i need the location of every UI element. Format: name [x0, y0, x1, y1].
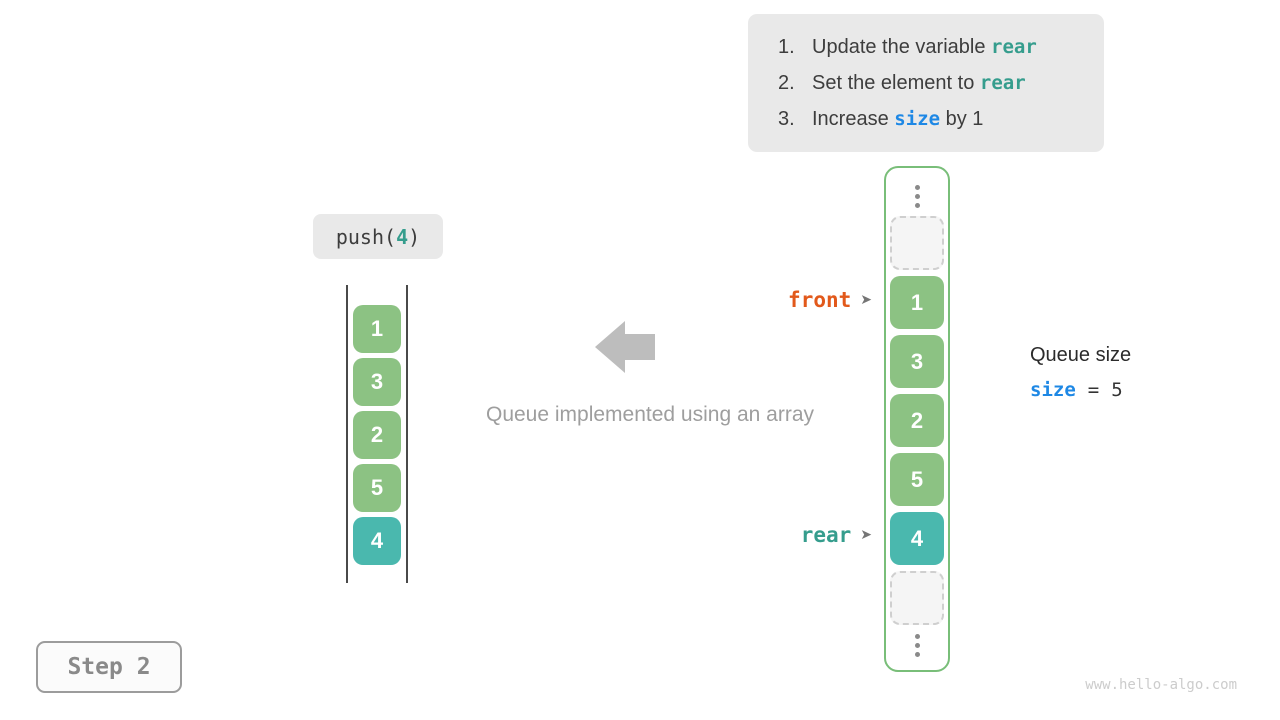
rear-pointer-arrow-icon: ➤: [860, 527, 872, 543]
step-badge: Step 2: [36, 641, 182, 693]
queue-size-title: Queue size: [1030, 344, 1132, 366]
queue-cell: 3: [890, 335, 944, 388]
vertical-ellipsis-icon: [890, 631, 944, 659]
text-segment: by 1: [940, 107, 984, 130]
equals-sign: =: [1087, 379, 1100, 401]
push-operation-label: push(4): [313, 214, 443, 259]
array-cell: 5: [353, 464, 401, 512]
text-segment: Set the element to: [812, 71, 980, 94]
size-value: 5: [1111, 379, 1123, 401]
array-cell: 1: [353, 305, 401, 353]
queue-size-block: Queue size size = 5: [1030, 344, 1131, 401]
ellipsis-dot: [914, 651, 920, 657]
instruction-item: 2. Set the element to rear: [778, 72, 1104, 95]
front-pointer: front ➤: [788, 286, 872, 314]
ellipsis-dot: [914, 633, 920, 639]
empty-slot: [890, 571, 944, 625]
ellipsis-dot: [914, 193, 920, 199]
queue-array: 1 3 2 5 4: [884, 166, 950, 672]
text-segment: ): [408, 224, 421, 249]
code-segment: size: [894, 107, 941, 130]
watermark: www.hello-algo.com: [1085, 677, 1237, 693]
diagram-caption: Queue implemented using an array: [485, 403, 815, 426]
rear-pointer-label: rear: [800, 523, 852, 547]
code-segment: rear: [979, 71, 1026, 94]
instruction-number: 2.: [778, 71, 795, 94]
left-array: 1 3 2 5 4: [346, 285, 408, 583]
text-segment: push(: [335, 224, 397, 249]
array-cell: 3: [353, 358, 401, 406]
array-cell: 4: [353, 517, 401, 565]
text-segment: Increase: [812, 107, 895, 130]
instruction-number: 3.: [778, 107, 795, 130]
instruction-text: Update the variable rear: [812, 36, 1037, 59]
front-pointer-arrow-icon: ➤: [860, 292, 872, 308]
left-block-arrow-icon: [595, 320, 655, 374]
rear-pointer: rear ➤: [801, 521, 872, 549]
queue-cell: 2: [890, 394, 944, 447]
instruction-text: Increase size by 1: [812, 108, 983, 131]
empty-slot: [890, 216, 944, 270]
queue-size-value-line: size = 5: [1030, 379, 1131, 401]
front-pointer-label: front: [788, 288, 852, 312]
instruction-number: 1.: [778, 35, 795, 58]
vertical-ellipsis-icon: [890, 182, 944, 210]
queue-cell: 5: [890, 453, 944, 506]
code-segment: rear: [991, 35, 1037, 58]
instruction-item: 1. Update the variable rear: [778, 36, 1104, 59]
instruction-box: 1. Update the variable rear 2. Set the elem…: [748, 14, 1104, 152]
ellipsis-dot: [914, 184, 920, 190]
code-segment: 4: [396, 224, 409, 249]
text-segment: Update the variable: [812, 35, 992, 58]
array-cell: 2: [353, 411, 401, 459]
instruction-text: Set the element to rear: [812, 72, 1026, 95]
queue-cell: 4: [890, 512, 944, 565]
ellipsis-dot: [914, 202, 920, 208]
instruction-item: 3. Increase size by 1: [778, 108, 1104, 131]
size-variable: size: [1030, 379, 1076, 401]
queue-cell: 1: [890, 276, 944, 329]
ellipsis-dot: [914, 642, 920, 648]
